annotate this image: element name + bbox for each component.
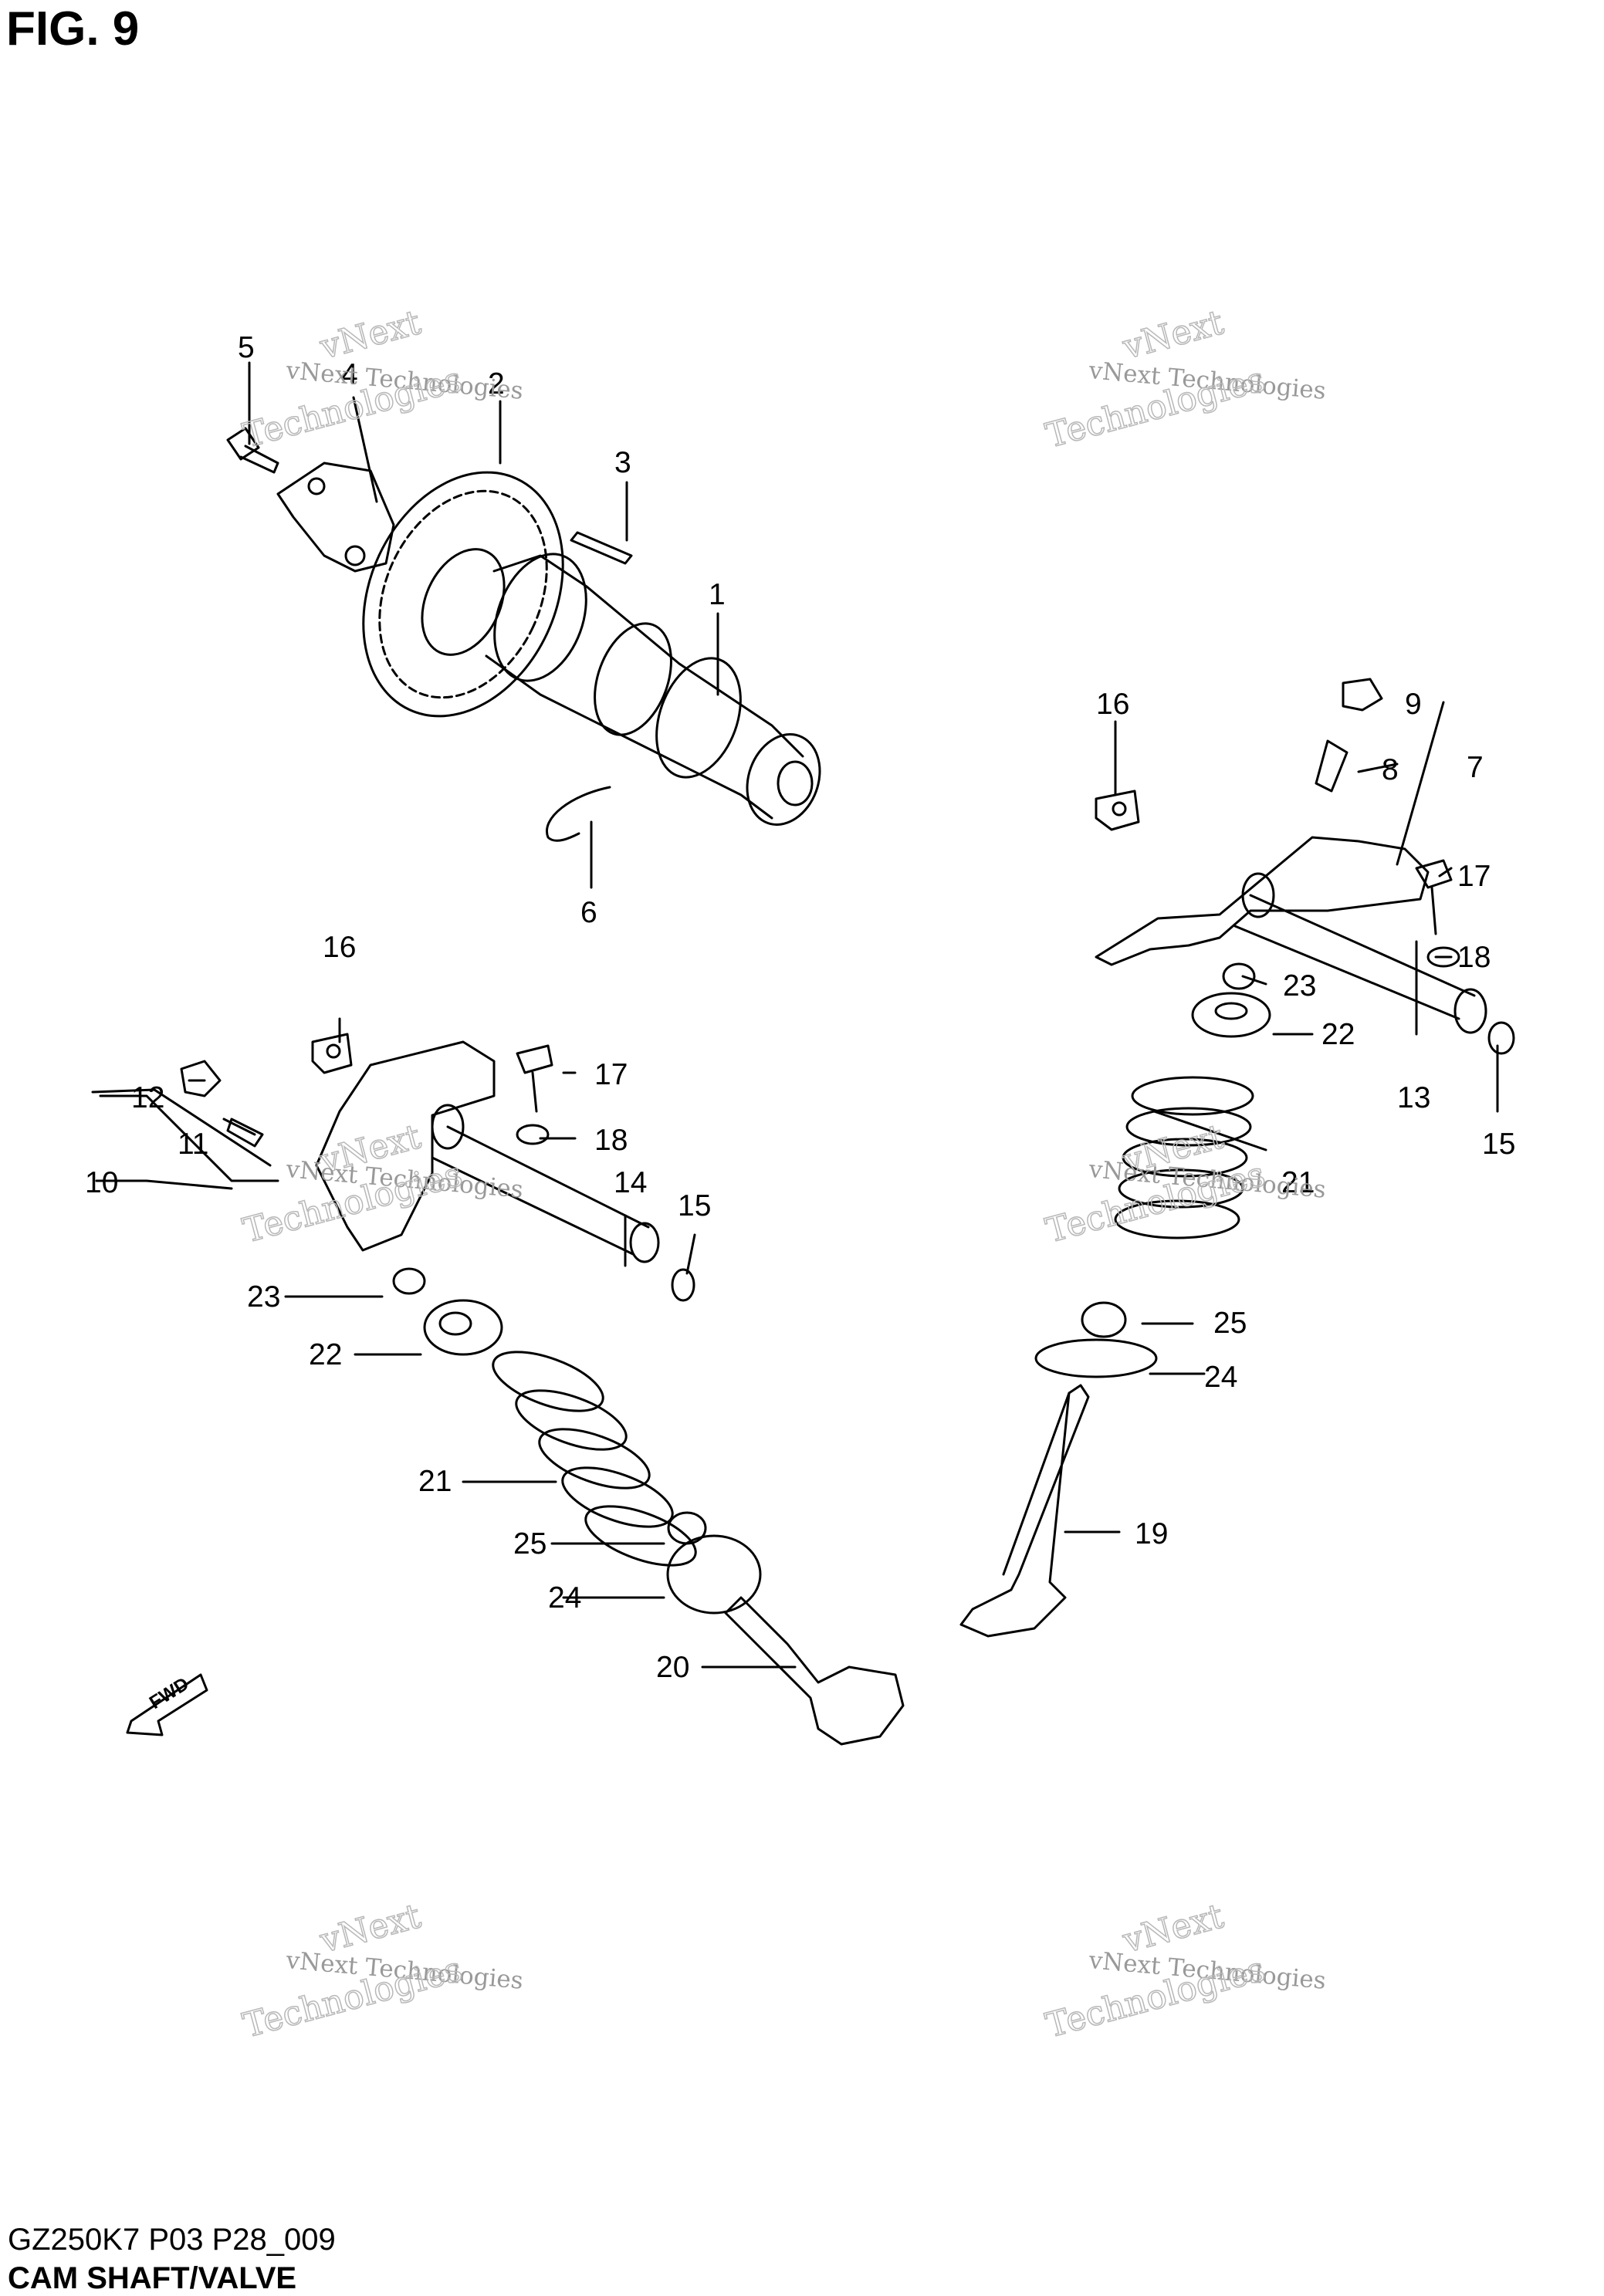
tappet-nut (1342, 678, 1383, 712)
watermark-top-right: vNext vNext Technologies Technologies (1041, 302, 1327, 456)
callout-3: 3 (614, 446, 631, 479)
tappet-screw (1315, 739, 1349, 793)
bolt-right (1415, 859, 1453, 935)
camshaft (485, 553, 821, 826)
rocker-arm-right (1095, 836, 1430, 966)
callout-22-right: 22 (1321, 1018, 1355, 1051)
callout-19: 19 (1135, 1517, 1168, 1550)
callout-18-right: 18 (1457, 941, 1491, 974)
dowel-pin (570, 531, 633, 565)
callout-17-right: 17 (1457, 860, 1491, 893)
cam-lock-plate (276, 462, 395, 573)
callout-13: 13 (1397, 1081, 1430, 1114)
leader-lines (91, 361, 1499, 1669)
callout-8: 8 (1382, 753, 1399, 786)
callout-16-left: 16 (323, 931, 356, 964)
callout-17-left: 17 (594, 1058, 628, 1091)
cotter-right (1222, 962, 1256, 990)
callout-24-right: 24 (1204, 1361, 1237, 1394)
valve-spring-right (1114, 1076, 1254, 1239)
valve-left (724, 1596, 905, 1746)
callout-labels: 5 4 2 3 1 6 16 9 8 7 17 18 23 22 13 15 2… (85, 331, 1515, 1713)
callout-10: 10 (85, 1166, 118, 1199)
rocker-lock-plate-left (311, 1033, 353, 1074)
callout-12: 12 (131, 1081, 164, 1114)
valve-seal-right (1081, 1301, 1127, 1338)
watermark-mid-right: vNext vNext Technologies Technologies (1041, 1116, 1327, 1251)
washer-left (516, 1124, 550, 1145)
callout-18-left: 18 (594, 1124, 628, 1157)
valve-right (959, 1384, 1090, 1638)
callout-1: 1 (709, 578, 726, 611)
callout-23-right: 23 (1283, 969, 1316, 1003)
watermarks: vNext vNext Technologies Technologies vN… (239, 302, 1327, 2046)
callout-2: 2 (488, 367, 505, 401)
callout-15-left: 15 (678, 1189, 711, 1222)
model-code: GZ250K7 P03 P28_009 (8, 2223, 336, 2257)
rocker-shaft-left (431, 1125, 660, 1263)
callout-11: 11 (178, 1128, 209, 1161)
callout-4: 4 (341, 358, 358, 391)
callout-24-left: 24 (548, 1581, 581, 1615)
callout-15-right: 15 (1482, 1128, 1515, 1161)
o-ring-right (1487, 1021, 1515, 1055)
fwd-arrow-icon (126, 1673, 208, 1736)
callout-20: 20 (656, 1651, 689, 1684)
svg-text:vNext: vNext (1118, 303, 1228, 367)
watermark-bottom-right: vNext vNext Technologies Technologies (1041, 1895, 1327, 2046)
callout-16-right: 16 (1096, 688, 1129, 721)
fwd-label: FWD (146, 1673, 193, 1713)
spring-seat-left (666, 1534, 762, 1615)
callout-25-right: 25 (1213, 1307, 1247, 1340)
callout-5: 5 (238, 331, 255, 364)
watermark-bottom-left: vNext vNext Technologies Technologies (239, 1895, 524, 2046)
callout-14: 14 (614, 1166, 647, 1199)
rocker-arm-left (315, 1040, 496, 1252)
callout-25-left: 25 (513, 1527, 547, 1561)
watermark-top-left: vNext vNext Technologies Technologies (239, 302, 524, 456)
bolt-left (516, 1044, 553, 1113)
cam-circlip (546, 786, 611, 842)
callout-23-left: 23 (247, 1280, 280, 1314)
tappet-screw-left (226, 1118, 264, 1148)
callout-21-right: 21 (1281, 1166, 1315, 1199)
callout-9: 9 (1405, 688, 1422, 721)
svg-text:vNext: vNext (316, 303, 425, 367)
spring-retainer-left (423, 1299, 503, 1356)
cam-sprocket (362, 471, 564, 718)
cam-bolt (226, 427, 279, 474)
tappet-nut-left (180, 1060, 222, 1097)
callout-22-left: 22 (309, 1338, 342, 1371)
callout-21-left: 21 (418, 1465, 452, 1498)
callout-7: 7 (1467, 751, 1484, 784)
rocker-shaft-right (1233, 894, 1487, 1034)
valve-seal-left (667, 1511, 707, 1545)
valve-spring-left (492, 1351, 697, 1567)
section-title: CAM SHAFT/VALVE (8, 2261, 297, 2295)
watermark-mid-left: vNext vNext Technologies Technologies (239, 1116, 524, 1251)
cotter-left (392, 1267, 426, 1295)
figure-title: FIG. 9 (6, 2, 140, 56)
washer-right (1426, 946, 1460, 968)
callout-6: 6 (580, 896, 597, 929)
rocker-lock-plate-right (1095, 790, 1140, 831)
spring-seat-right (1034, 1338, 1158, 1378)
spring-retainer-right (1191, 992, 1271, 1038)
o-ring-left (671, 1268, 695, 1302)
